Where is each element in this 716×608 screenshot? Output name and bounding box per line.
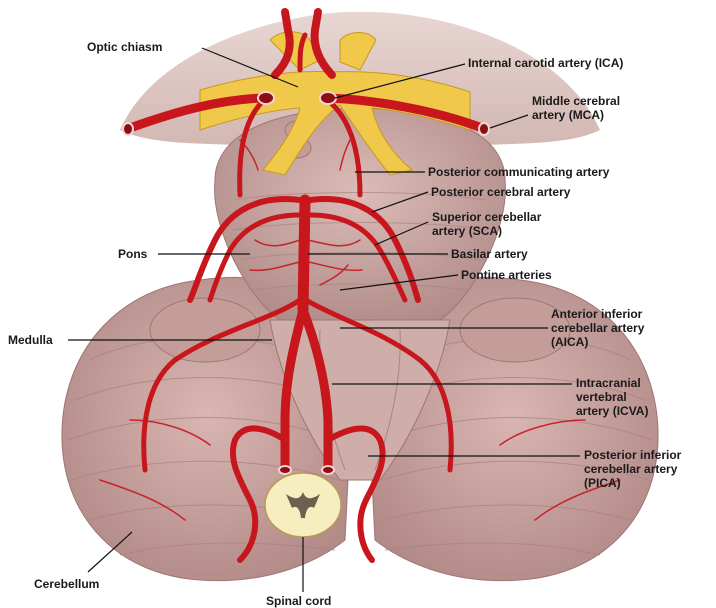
- label-pons: Pons: [118, 247, 147, 261]
- label-aica: Anterior inferior cerebellar artery (AIC…: [551, 307, 644, 349]
- label-medulla: Medulla: [8, 333, 53, 347]
- basilar-artery: [303, 200, 305, 310]
- label-spinal-cord: Spinal cord: [266, 594, 331, 608]
- label-pontine: Pontine arteries: [461, 268, 552, 282]
- left-flocculus: [150, 298, 260, 362]
- label-basilar: Basilar artery: [451, 247, 528, 261]
- label-icva: Intracranial vertebral artery (ICVA): [576, 376, 648, 418]
- label-sca: Superior cerebellar artery (SCA): [432, 210, 541, 238]
- label-pcomm: Posterior communicating artery: [428, 165, 609, 179]
- label-mca: Middle cerebral artery (MCA): [532, 94, 620, 122]
- label-ica: Internal carotid artery (ICA): [468, 56, 623, 70]
- label-optic-chiasm: Optic chiasm: [87, 40, 162, 54]
- label-pica: Posterior inferior cerebellar artery (PI…: [584, 448, 681, 490]
- label-cerebellum: Cerebellum: [34, 577, 99, 591]
- label-pca: Posterior cerebral artery: [431, 185, 570, 199]
